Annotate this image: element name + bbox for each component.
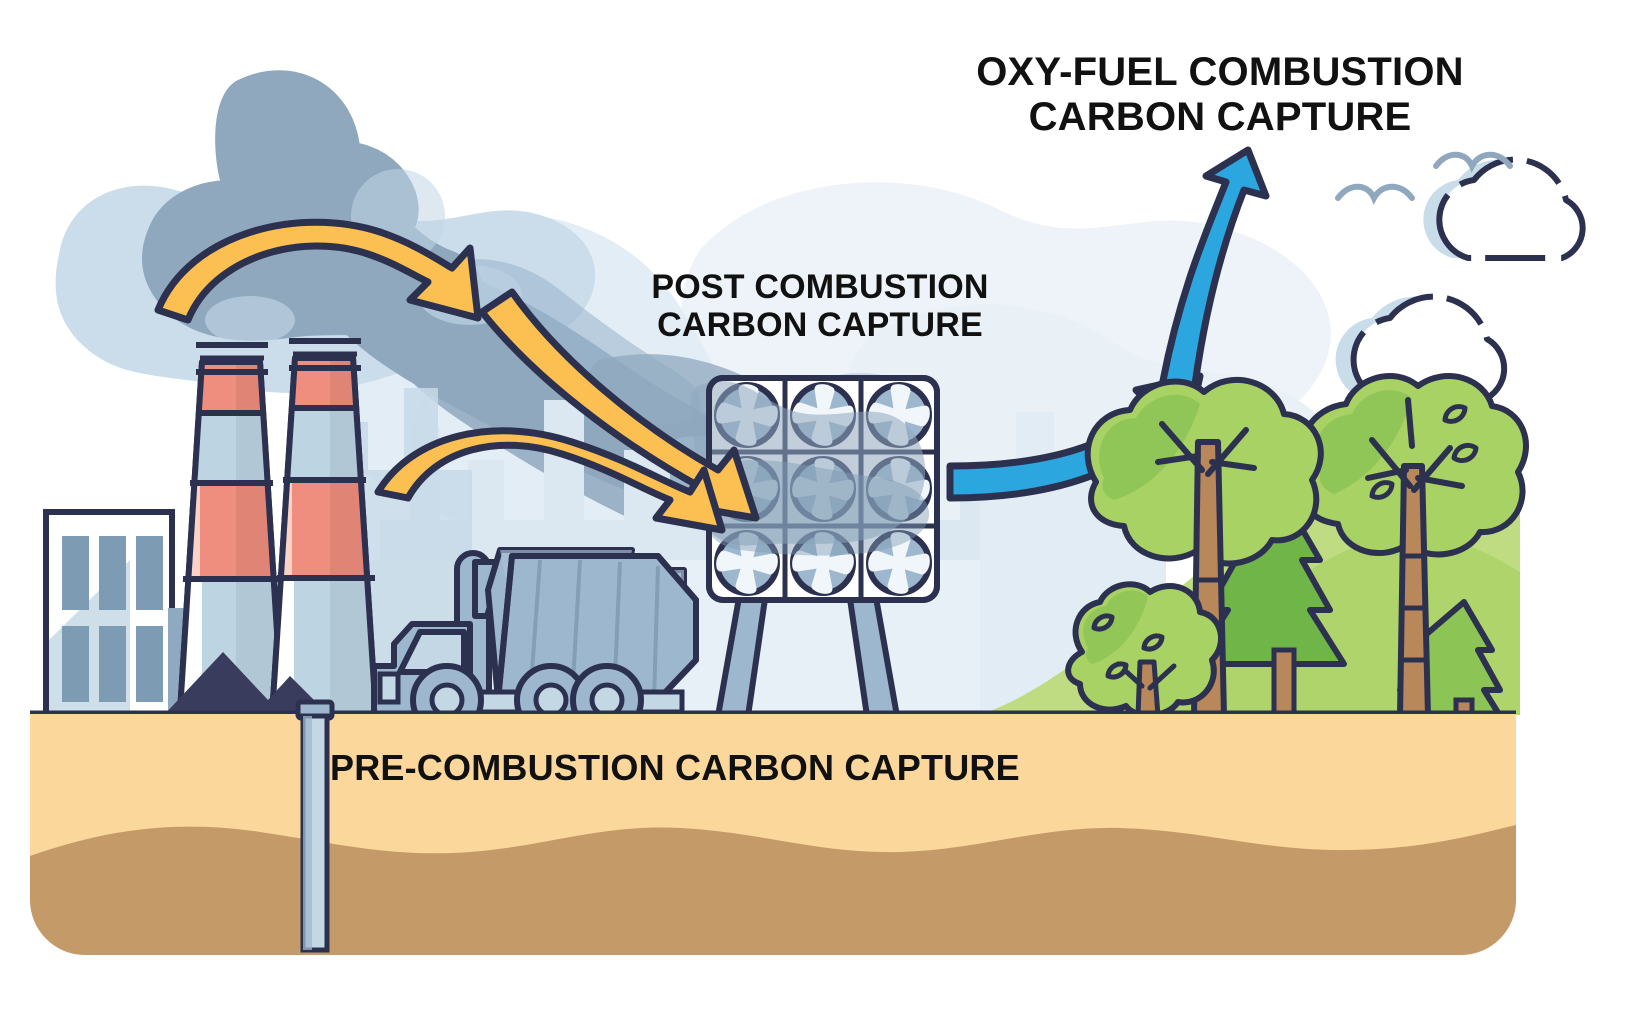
cloud-icon xyxy=(1423,156,1586,261)
fan-icon xyxy=(866,382,932,448)
smokestack-icon xyxy=(269,338,379,719)
coal-pile-icon xyxy=(163,652,330,716)
tree-icon xyxy=(1065,581,1224,719)
fan-icon xyxy=(714,530,780,596)
dump-truck-icon xyxy=(371,547,699,737)
well-pipe-icon xyxy=(295,699,335,953)
ground-cross-section xyxy=(30,714,1516,955)
arrow-curved-yellow-icon xyxy=(154,218,482,324)
fan-icon xyxy=(866,530,932,596)
arrow-curved-yellow-icon xyxy=(374,427,726,534)
arrow-curved-blue-icon xyxy=(1158,146,1270,396)
tree-icon xyxy=(1298,373,1529,719)
oxy-title-line2: CARBON CAPTURE xyxy=(1028,94,1412,139)
post-combustion-title: POST COMBUSTION CARBON CAPTURE xyxy=(560,268,1080,344)
smokestack-icon xyxy=(177,342,285,715)
bird-icon xyxy=(1433,151,1513,173)
post-title-line1: POST COMBUSTION xyxy=(651,268,989,306)
bird-icon xyxy=(1335,183,1415,205)
oxy-title-line1: OXY-FUEL COMBUSTION xyxy=(976,50,1464,94)
arrow-curved-blue-icon xyxy=(946,372,1204,502)
forest-scene xyxy=(978,373,1529,735)
factory-building-icon xyxy=(43,509,175,719)
post-title-line2: CARBON CAPTURE xyxy=(657,306,983,345)
pre-combustion-title: PRE-COMBUSTION CARBON CAPTURE xyxy=(330,747,1020,788)
tree-icon xyxy=(1084,376,1324,719)
arrow-curved-yellow-icon xyxy=(478,288,760,522)
oxy-fuel-combustion-title: OXY-FUEL COMBUSTION CARBON CAPTURE xyxy=(930,50,1510,140)
